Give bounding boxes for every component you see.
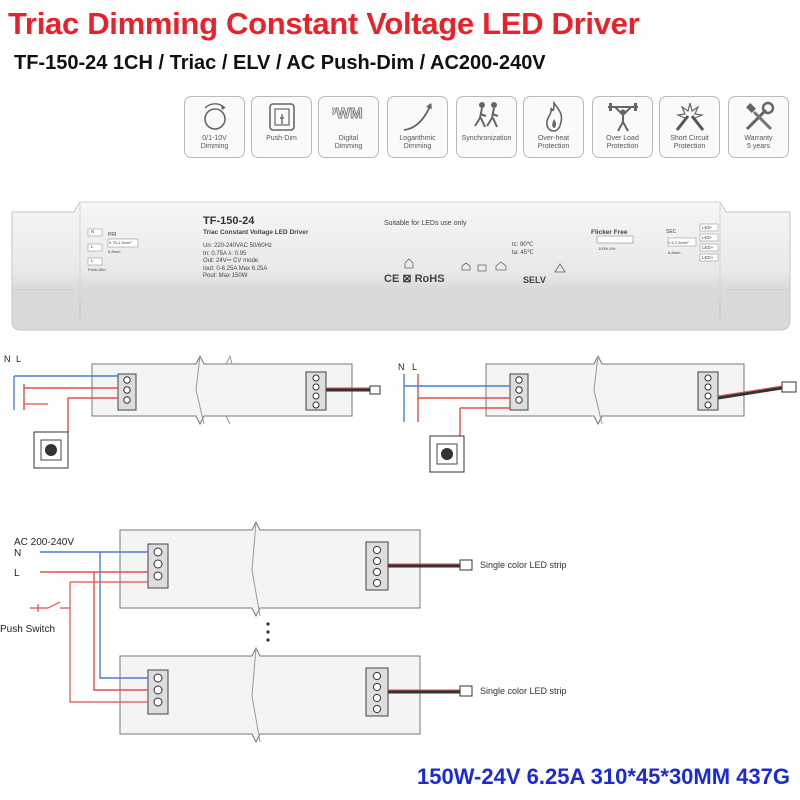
bottom-n-label: N (14, 548, 22, 559)
page-subtitle: TF-150-24 1CH / Triac / ELV / AC Push-Di… (14, 52, 546, 74)
feature-label: Short Circuit Protection (670, 135, 709, 150)
feature-label: Logarithmic Dimming (399, 135, 436, 150)
feature-short-circuit: Short Circuit Protection (659, 96, 720, 158)
feature-label: Over Load Protection (606, 135, 639, 150)
driver-model: TF-150-24 (203, 215, 255, 227)
driver-temps: tc: 90℃ ta: 45℃ (512, 241, 534, 257)
feature-overload: Over Load Protection (592, 96, 653, 158)
feature-label: Over-heat Protection (537, 135, 570, 150)
feature-label: Warranty 5 years (744, 135, 773, 150)
spec-line: In: 0.75A λ: 0.95 (203, 250, 247, 257)
top-left-l-label: L (16, 354, 22, 364)
spec-line: Iout: 0-6.25A Max 6.25A (203, 265, 268, 272)
sec-wire: 1.5-2.5mm² (668, 240, 689, 245)
strip-label-2: Single color LED strip (480, 686, 567, 696)
pri-strip: 6-8mm (108, 249, 121, 254)
bottom-l-label: L (14, 568, 20, 579)
wiring-right (403, 354, 797, 473)
top-right-n-label: N (398, 362, 405, 372)
page-title: Triac Dimming Constant Voltage LED Drive… (8, 6, 640, 41)
spark-wire-icon (675, 102, 705, 131)
spec-line: Out: 24V⎓ CV mode (203, 258, 259, 264)
feature-label: Push-Dim (266, 135, 297, 142)
pri-label: PRI (108, 232, 117, 238)
tools-icon (745, 101, 775, 131)
driver-product-image (11, 201, 791, 331)
feature-digital-dimming: PWM Digital Dimming (318, 96, 379, 158)
sec-strip: 6-8mm (668, 250, 681, 255)
strip-label-1: Single color LED strip (480, 560, 567, 570)
feature-push-dim: Push-Dim (251, 96, 312, 158)
ta-label: ta: 45℃ (512, 250, 534, 256)
flicker-free-title: Flicker Free (591, 229, 628, 236)
spec-line: Un: 220-240VAC 50/60Hz (203, 243, 272, 249)
pwm-icon-text: PWM (332, 105, 363, 122)
running-people-icon (474, 102, 499, 128)
input-terminal-l2: L (91, 258, 94, 263)
top-left-n-label: N (4, 354, 11, 364)
feature-label: Synchronization (461, 135, 512, 142)
pri-wire: 0.75-1.5mm² (109, 240, 132, 245)
output-terminal: LED+ (702, 255, 714, 260)
feature-dimming: 0/1-10V Dimming (184, 96, 245, 158)
feature-label: Digital Dimming (334, 135, 363, 150)
feature-log-dimming: Logarithmic Dimming (387, 96, 448, 158)
input-terminal-n: N (91, 229, 95, 234)
selv-mark: SELV (523, 275, 546, 285)
feature-sync: Synchronization (456, 96, 517, 158)
driver-unit-1 (119, 520, 473, 618)
output-terminal: LED- (702, 235, 713, 240)
feature-overheat: Over-heat Protection (523, 96, 584, 158)
driver-specs: Un: 220-240VAC 50/60Hz In: 0.75A λ: 0.95… (203, 243, 272, 281)
push-dim-label: Push-Dim (88, 267, 106, 272)
top-right-l-label: L (412, 362, 418, 372)
flame-icon (546, 100, 563, 132)
log-curve-icon (403, 103, 432, 131)
wiring-diagram-top (13, 354, 797, 473)
input-terminal-l1: L (91, 244, 94, 249)
knob-dial-icon (204, 103, 226, 130)
tc-label: tc: 90℃ (512, 242, 534, 248)
ac-input-label: AC 200-240V (14, 537, 75, 548)
wiring-left (13, 354, 381, 469)
flicker-free-value: 100%-0% (598, 246, 616, 251)
feature-label: 0/1-10V Dimming (200, 135, 229, 150)
push-button-icon (269, 103, 295, 131)
push-switch-label: Push Switch (0, 624, 56, 635)
wiring-diagram-bottom (30, 520, 473, 744)
driver-notice: Suitable for LEDs use only (384, 220, 467, 227)
driver-name: Triac Constant Voltage LED Driver (203, 229, 309, 236)
spec-footer: 150W-24V 6.25A 310*45*30MM 437G (417, 764, 790, 789)
feature-warranty: Warranty 5 years (728, 96, 789, 158)
output-terminal: LED+ (702, 245, 714, 250)
spec-line: Pout: Max 150W (203, 273, 248, 279)
output-terminal: LED- (702, 225, 713, 230)
pwm-icon: PWM (332, 105, 363, 123)
cert-marks: CE ⊠ RoHS (384, 273, 445, 285)
sec-label: SEC (666, 229, 677, 235)
driver-unit-2 (119, 646, 473, 744)
weightlifter-icon (608, 103, 638, 132)
